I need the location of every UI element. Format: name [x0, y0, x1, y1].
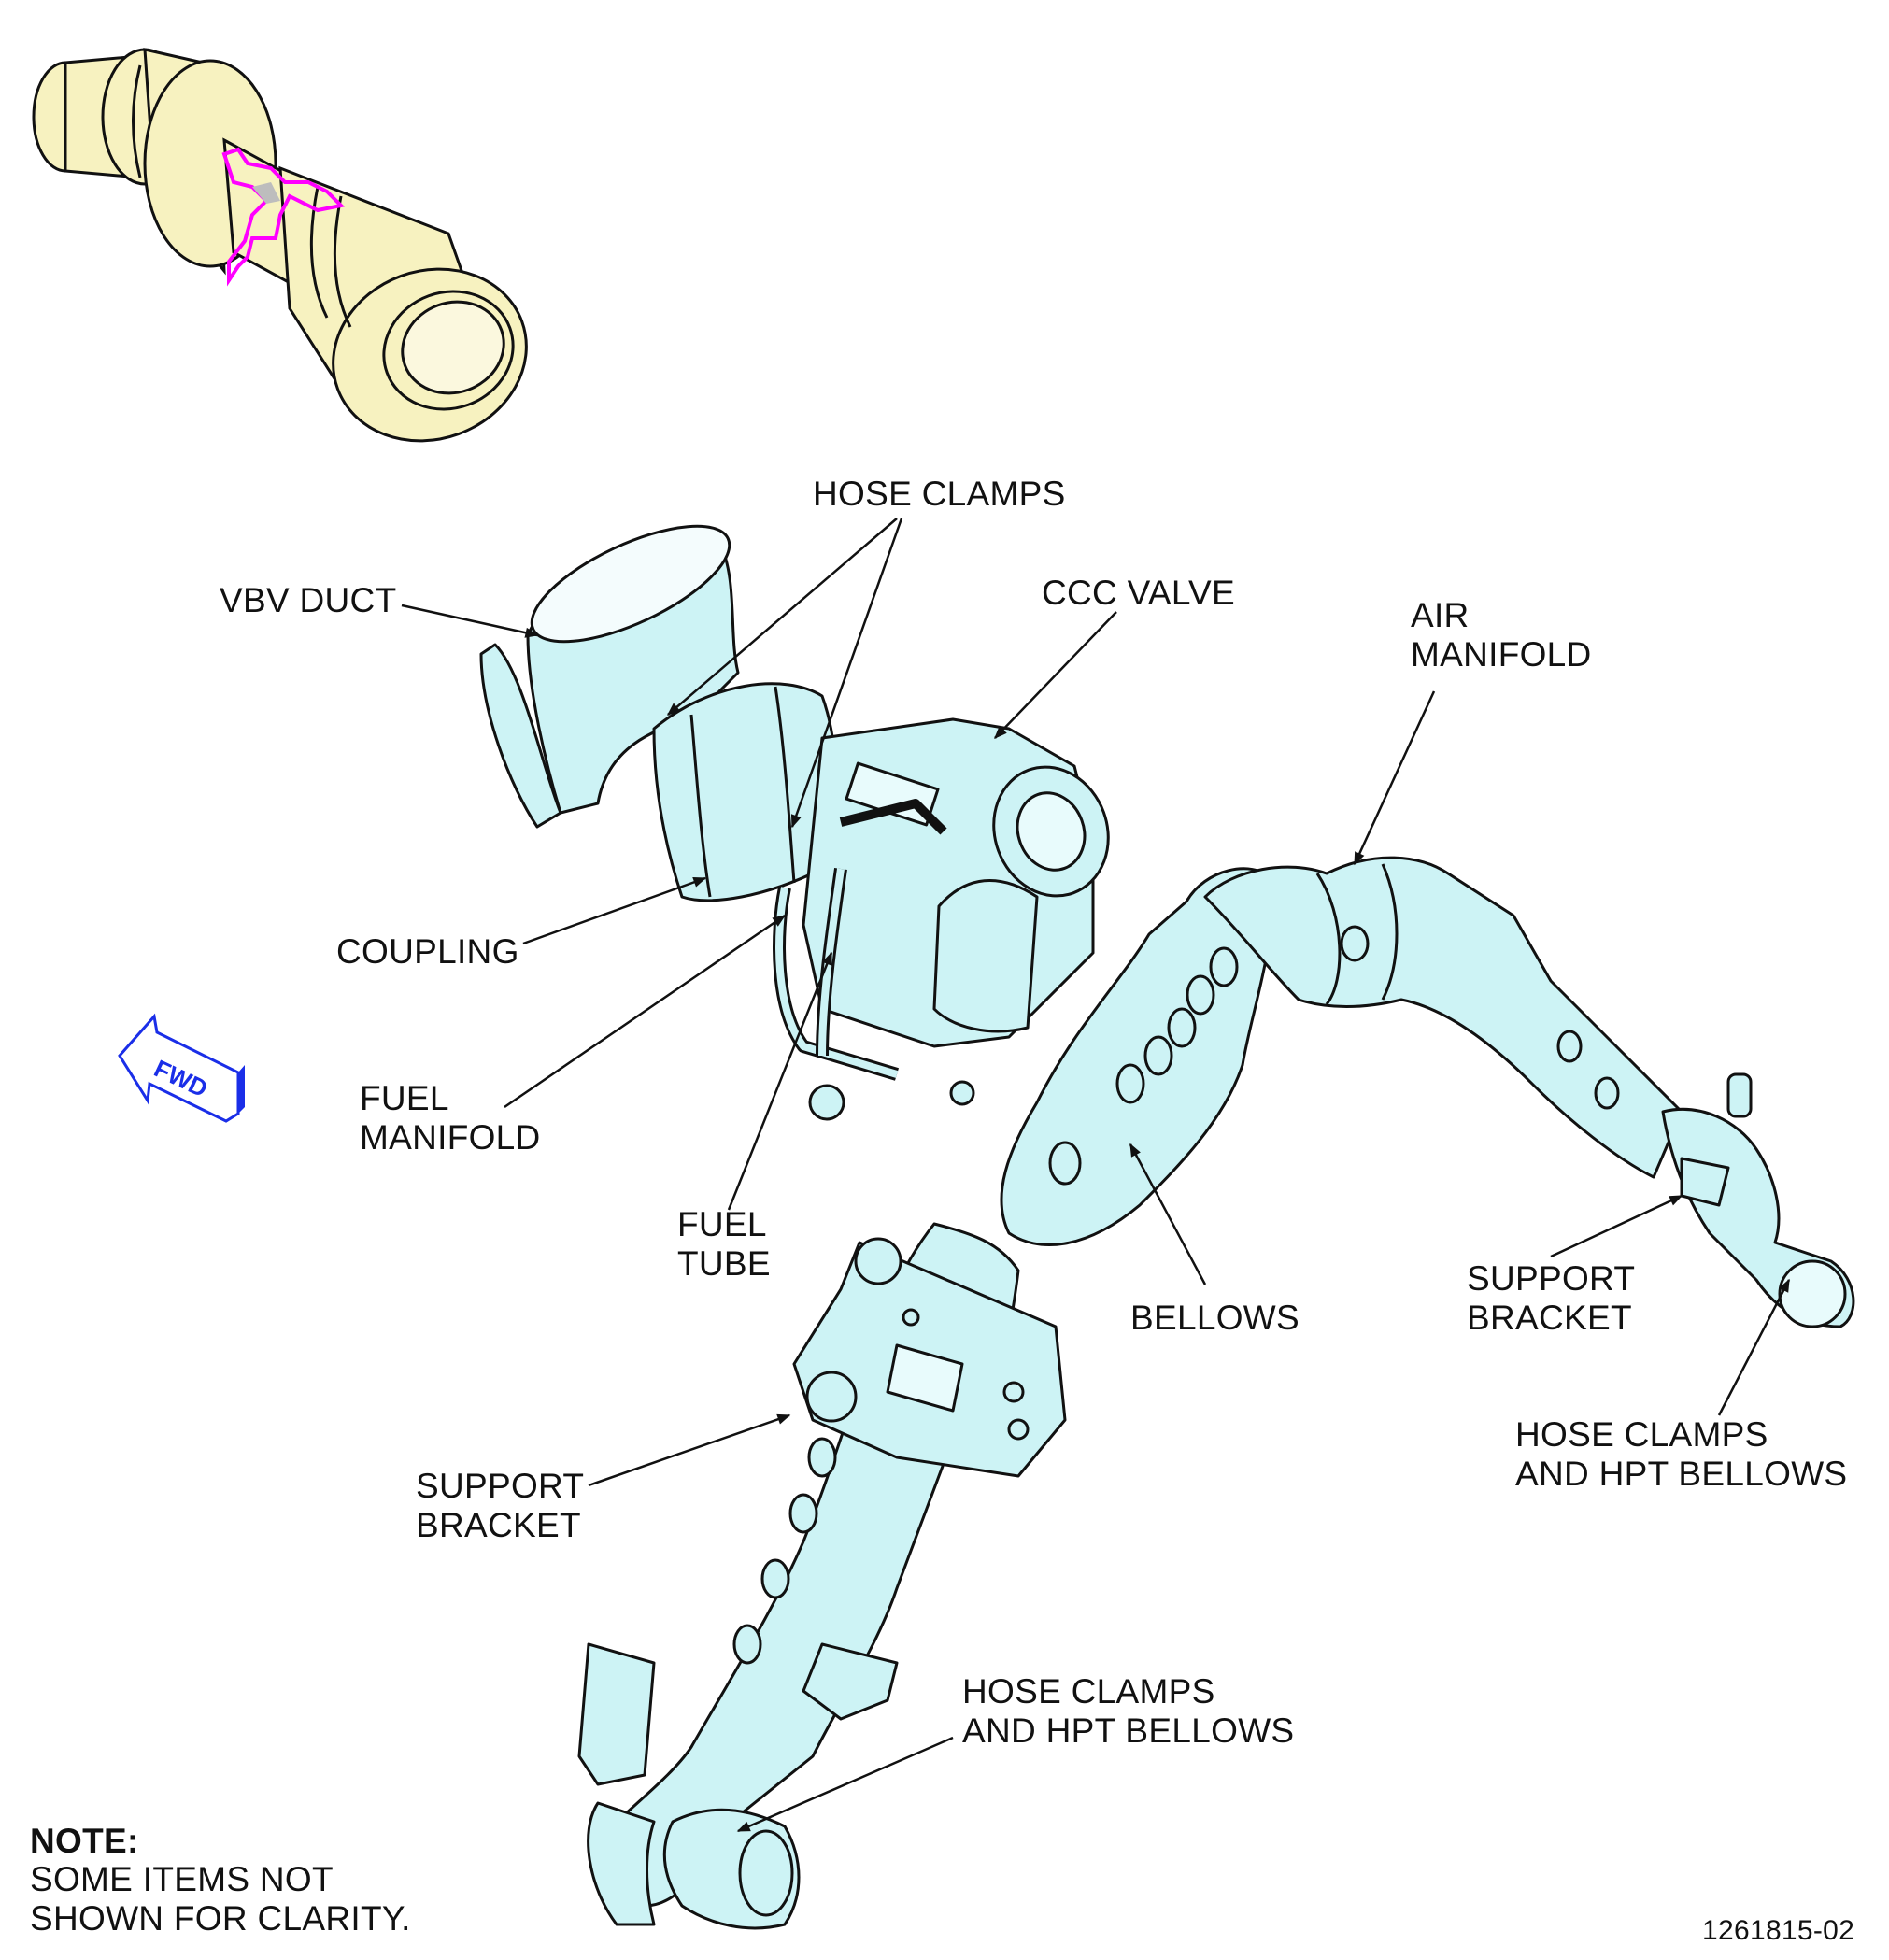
vbv-duct-flange	[479, 643, 562, 829]
engine-locator-view	[32, 48, 528, 443]
label-vbv-duct: VBV DUCT	[220, 581, 397, 619]
lower-bracket	[802, 1642, 899, 1721]
label-support-bracket-left: SUPPORT BRACKET	[416, 1467, 585, 1544]
label-hose-clamps-hpt-right: HOSE CLAMPS AND HPT BELLOWS	[1515, 1415, 1848, 1493]
label-ccc-valve: CCC VALVE	[1042, 574, 1235, 612]
assembly	[479, 524, 1855, 1930]
air-manifold	[1203, 856, 1683, 1179]
label-coupling: COUPLING	[336, 932, 519, 971]
note-title: NOTE:	[30, 1822, 139, 1860]
highlight-outline	[221, 147, 346, 287]
leader-lines	[401, 518, 1791, 1833]
figure-number: 1261815-02	[1702, 1915, 1855, 1946]
label-fuel-manifold: FUEL MANIFOLD	[360, 1079, 541, 1157]
right-support-bracket	[1680, 1157, 1730, 1207]
label-fuel-tube: FUEL TUBE	[677, 1205, 771, 1283]
label-hose-clamps-top: HOSE CLAMPS	[813, 475, 1066, 513]
label-bellows: BELLOWS	[1130, 1299, 1300, 1337]
highlight-fill	[252, 182, 280, 204]
label-hose-clamps-hpt-bottom: HOSE CLAMPS AND HPT BELLOWS	[962, 1672, 1295, 1750]
label-air-manifold: AIR MANIFOLD	[1411, 596, 1592, 674]
note-text: SOME ITEMS NOT SHOWN FOR CLARITY.	[30, 1860, 411, 1938]
label-support-bracket-right: SUPPORT BRACKET	[1467, 1259, 1636, 1337]
fwd-arrow-icon: FWD	[118, 1013, 245, 1123]
